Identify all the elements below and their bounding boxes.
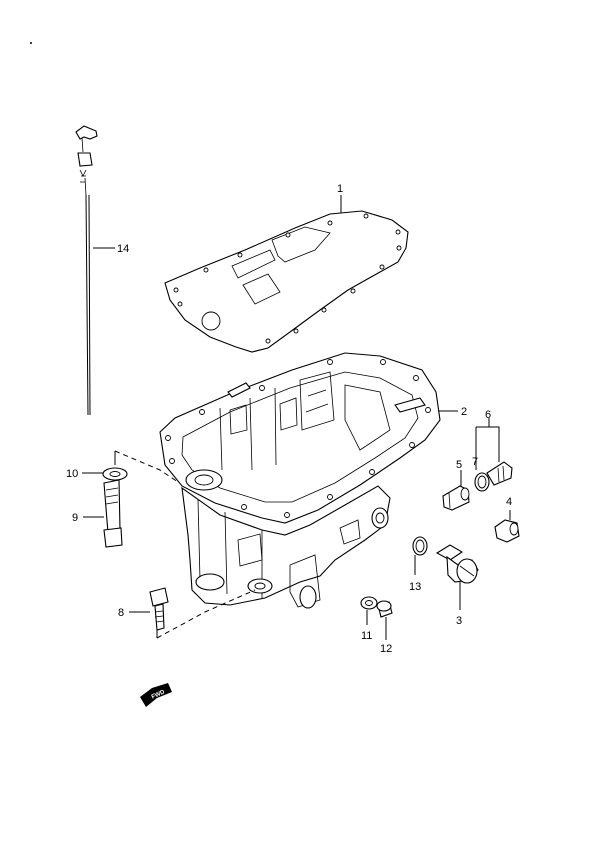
o-ring-7-part [474,472,490,492]
assembly-line-bolt8 [156,589,256,639]
callout-13: 13 [409,581,421,593]
fwd-arrow-label: FWD [151,689,167,700]
bolt-8-part [149,587,169,631]
gasket-part [164,210,409,353]
assembly-line-bolt9 [114,450,179,483]
callout-9: 9 [72,512,78,524]
callout-1: 1 [337,183,343,195]
washer-10-part [102,467,128,481]
callout-7: 7 [472,456,478,468]
drain-plug-part [435,544,479,584]
callout-3: 3 [456,615,462,627]
callout-2: 2 [461,406,467,418]
corner-mark [30,42,32,44]
callout-4: 4 [506,496,512,508]
leader-lines [82,195,511,640]
callout-11: 11 [361,630,372,642]
callout-8: 8 [118,607,124,619]
fitting-5-part [442,485,470,511]
fitting-6-part [486,461,513,486]
bolt-9-part [103,479,123,548]
fitting-4-part [494,519,520,543]
o-ring-13-part [412,536,428,556]
callout-5: 5 [456,459,462,471]
callout-12: 12 [380,643,392,655]
oil-pan-part [159,352,441,609]
plug-12-part [376,600,393,618]
callout-10: 10 [66,468,78,480]
callout-6: 6 [485,409,491,421]
dipstick-part [75,125,98,416]
washer-11-part [360,596,378,610]
fwd-arrow-icon: FWD [140,683,172,707]
callout-14: 14 [117,243,129,255]
